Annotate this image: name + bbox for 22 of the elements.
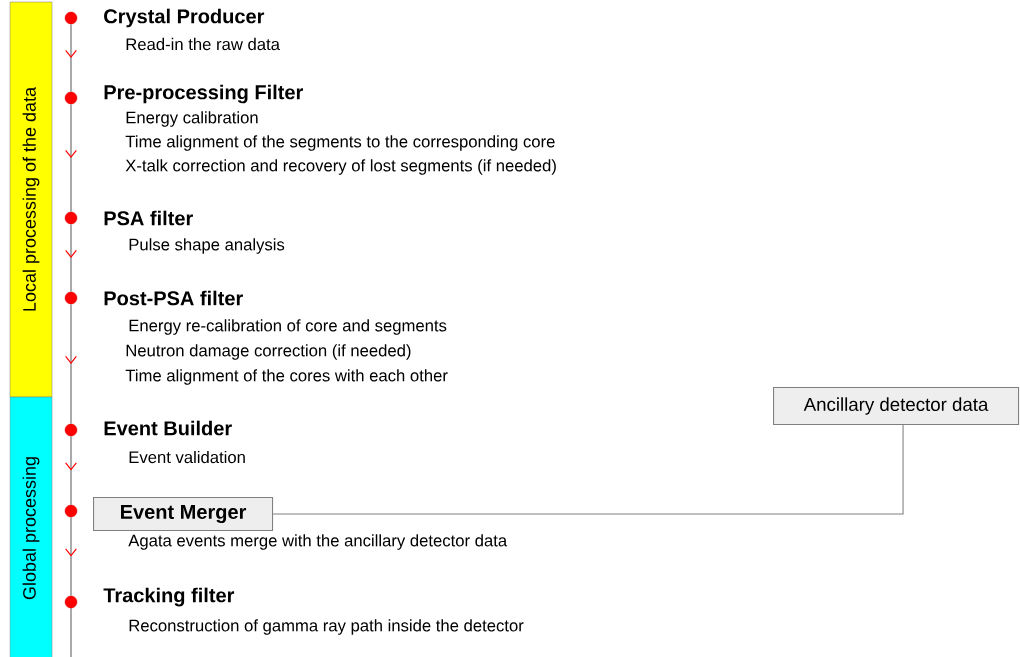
phase-band: Local processing of the data: [9, 1, 53, 398]
description-text: Read-in the raw data: [126, 37, 280, 51]
stage-heading: Crystal Producer: [104, 8, 265, 28]
description-text: Pulse shape analysis: [129, 238, 285, 254]
stage-heading: Pre-processing Filter: [104, 84, 303, 104]
description-text: Event validation: [129, 450, 245, 464]
stage-heading: PSA filter: [104, 210, 193, 226]
description-text: Energy calibration: [126, 111, 258, 127]
process-box: Event Merger: [93, 497, 274, 532]
description-text: Reconstruction of gamma ray path inside the detector: [129, 619, 524, 635]
description-text: Neutron damage correction (if needed): [126, 344, 411, 360]
description-text: Time alignment of the segments to the corresponding core: [125, 135, 555, 151]
connector-line: [272, 424, 904, 515]
stage-heading: Post-PSA filter: [104, 290, 243, 306]
description-text: Time alignment of the cores with each other: [125, 369, 448, 385]
stage-heading: Tracking filter: [103, 587, 235, 607]
description-text: Agata events merge with the ancillary detector data: [128, 534, 508, 550]
process-box: Ancillary detector data: [773, 387, 1020, 426]
description-text: Energy re-calibration of core and segments: [129, 319, 447, 335]
stage-heading: Event Builder: [104, 420, 232, 436]
phase-band: Global processing: [9, 396, 53, 657]
description-text: X-talk correction and recovery of lost segments (if needed): [125, 159, 556, 175]
